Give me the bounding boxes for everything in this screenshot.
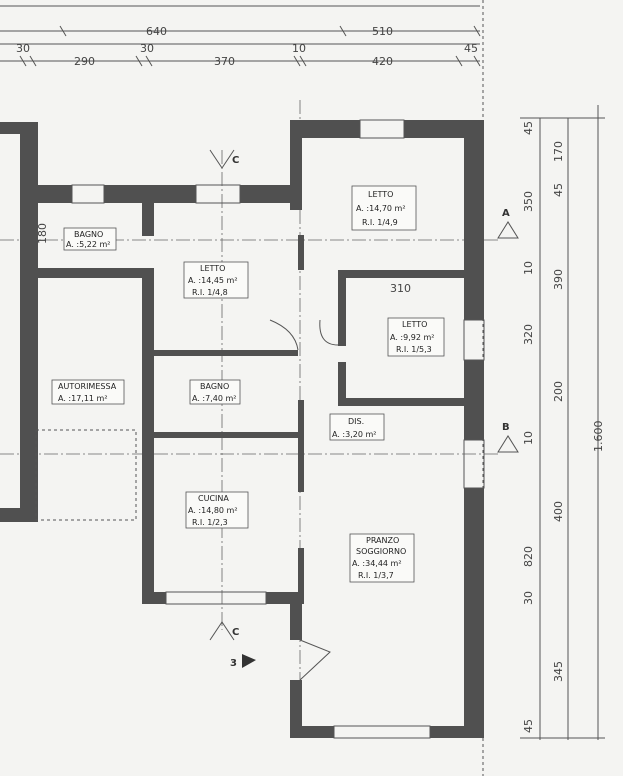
room-letto-2: LETTO A. :14,70 m² R.I. 1/4,9	[351, 185, 417, 231]
room-name: PRANZO	[366, 536, 399, 545]
top-dim-510: 510	[372, 25, 393, 38]
room-letto-1: LETTO A. :14,45 m² R.I. 1/4,8	[183, 261, 249, 299]
section-marker-c-top: C	[209, 149, 239, 169]
right-dim-1600: 1.600	[592, 421, 605, 453]
right-dim-170: 170	[552, 141, 565, 162]
right-dim-10b: 10	[522, 431, 535, 445]
top-dim-45: 45	[464, 42, 478, 55]
room-name: LETTO	[200, 264, 225, 273]
room-area: A. :17,11 m²	[58, 394, 108, 403]
room-area: A. :14,70 m²	[356, 204, 406, 213]
entry-marker: 3	[230, 654, 256, 669]
right-dim-30: 30	[522, 591, 535, 605]
top-dim-370: 370	[214, 55, 235, 68]
room-name: LETTO	[402, 320, 427, 329]
room-ri: R.I. 1/2,3	[192, 518, 228, 527]
right-dim-390: 390	[552, 269, 565, 290]
right-dim-320: 320	[522, 324, 535, 345]
room-area: A. :14,45 m²	[188, 276, 238, 285]
room-letto-3: LETTO A. :9,92 m² R.I. 1/5,3	[387, 317, 445, 357]
room-ri: R.I. 1/3,7	[358, 571, 394, 580]
room-area: A. :3,20 m²	[332, 430, 376, 439]
room-area: A. :5,22 m²	[66, 240, 110, 249]
section-label-a: A	[502, 208, 510, 219]
dim-180: 180	[36, 223, 49, 244]
walls	[0, 120, 484, 738]
right-dim-45b: 45	[522, 719, 535, 733]
room-name: CUCINA	[198, 494, 229, 503]
room-name: AUTORIMESSA	[58, 382, 117, 391]
room-area: A. :9,92 m²	[390, 333, 434, 342]
room-area: A. :7,40 m²	[192, 394, 236, 403]
right-dim-10a: 10	[522, 261, 535, 275]
room-area: A. :34,44 m²	[352, 559, 402, 568]
section-marker-b: B	[497, 422, 519, 453]
room-name: BAGNO	[200, 382, 229, 391]
right-dim-400: 400	[552, 501, 565, 522]
right-dim-820: 820	[522, 546, 535, 567]
windows	[35, 119, 485, 739]
room-area: A. :14,80 m²	[188, 506, 238, 515]
room-name: DIS.	[348, 417, 364, 426]
room-dis: DIS. A. :3,20 m²	[329, 413, 385, 441]
room-ri: R.I. 1/4,9	[362, 218, 398, 227]
section-label-c-top: C	[232, 155, 239, 166]
room-cucina: CUCINA A. :14,80 m² R.I. 1/2,3	[185, 491, 249, 529]
dim-310: 310	[390, 282, 411, 295]
top-dim-30b: 30	[140, 42, 154, 55]
room-bagno-1: BAGNO A. :5,22 m²	[63, 227, 117, 251]
right-dim-345: 345	[552, 661, 565, 682]
room-ri: R.I. 1/4,8	[192, 288, 228, 297]
room-name-2: SOGGIORNO	[356, 547, 406, 556]
right-dim-350: 350	[522, 191, 535, 212]
top-dimensions: 640 510 30 30 10 45 290 370 420	[0, 5, 481, 68]
room-name: LETTO	[368, 190, 393, 199]
top-dim-640: 640	[146, 25, 167, 38]
top-dim-10: 10	[292, 42, 306, 55]
right-dimensions: 45 350 10 320 10 820 30 45 170 45 390 20…	[482, 0, 605, 776]
right-dim-200: 200	[552, 381, 565, 402]
room-ri: R.I. 1/5,3	[396, 345, 432, 354]
room-pranzo-soggiorno: PRANZO SOGGIORNO A. :34,44 m² R.I. 1/3,7	[349, 533, 415, 583]
room-bagno-2: BAGNO A. :7,40 m²	[189, 379, 241, 405]
section-label-b: B	[502, 422, 510, 433]
room-autorimessa: AUTORIMESSA A. :17,11 m²	[51, 379, 125, 405]
section-marker-c-bottom: C	[209, 621, 239, 641]
room-name: BAGNO	[74, 230, 103, 239]
entry-label: 3	[230, 658, 237, 669]
section-marker-a: A	[497, 208, 519, 239]
right-dim-45a: 45	[522, 121, 535, 135]
entry-arrow-icon	[242, 654, 256, 668]
section-label-c-bottom: C	[232, 627, 239, 638]
top-dim-290: 290	[74, 55, 95, 68]
right-dim-45c: 45	[552, 183, 565, 197]
top-dim-30a: 30	[16, 42, 30, 55]
top-dim-420: 420	[372, 55, 393, 68]
